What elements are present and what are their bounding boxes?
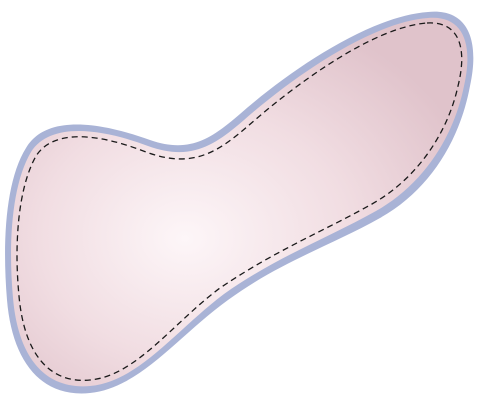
blob-diagram xyxy=(0,0,480,399)
diagram-canvas xyxy=(0,0,480,399)
